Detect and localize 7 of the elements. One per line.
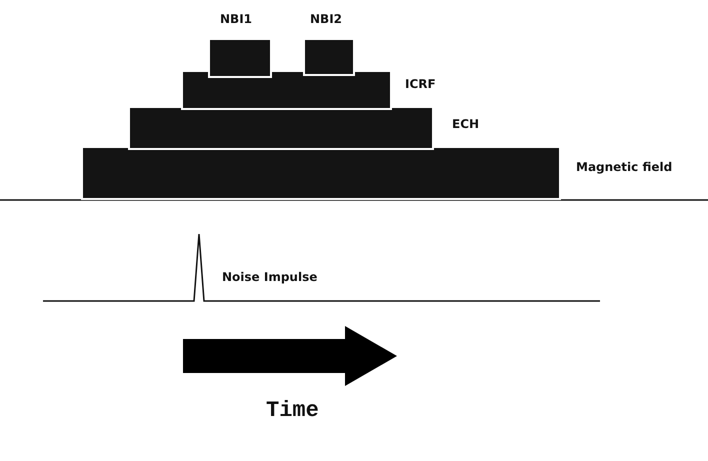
bar-label: Magnetic field [576,160,672,174]
bar-label: ICRF [405,77,436,91]
bar-label: NBI1 [220,12,252,26]
signal-label: Noise Impulse [222,270,318,284]
axis-label: Time [266,398,319,423]
bar-label: NBI2 [310,12,342,26]
bar-label: ECH [452,117,480,131]
